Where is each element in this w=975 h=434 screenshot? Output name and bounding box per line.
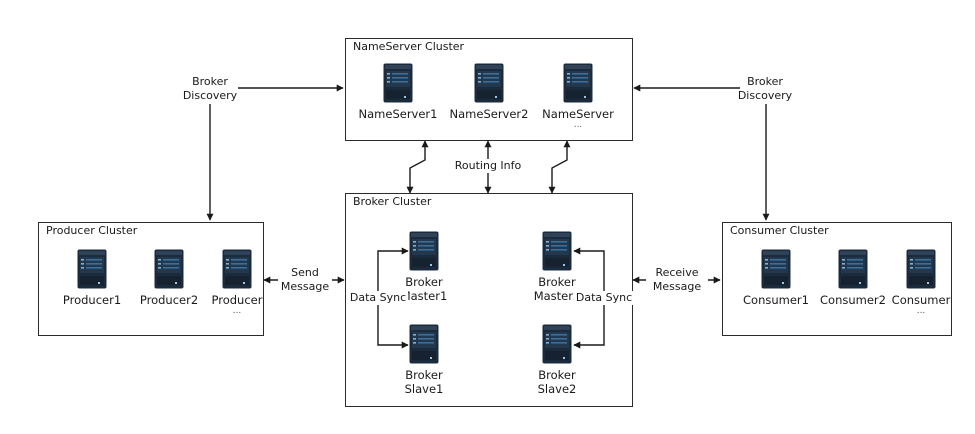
- server-rack-icon: [761, 249, 791, 289]
- annotation-line1: Receive: [655, 266, 699, 279]
- broker-master-1: Broker Master1: [364, 231, 484, 303]
- cluster-title: Broker Cluster: [353, 195, 432, 208]
- server-rack-icon: [542, 231, 572, 271]
- nameserver-node-2: NameServer2: [429, 63, 549, 121]
- node-label: Producer: [211, 293, 263, 307]
- annotation-line2: Message: [652, 280, 702, 293]
- routing-info-label: Routing Info: [450, 159, 526, 173]
- node-label: Consumer2: [820, 293, 886, 307]
- server-rack-icon: [77, 249, 107, 289]
- node-label: NameServer1: [358, 107, 438, 121]
- nameserver-cluster: NameServer Cluster: [345, 38, 633, 141]
- node-label: Consumer: [891, 293, 951, 307]
- producer-node-more: Producer ...: [177, 249, 297, 316]
- cluster-title: NameServer Cluster: [353, 40, 465, 53]
- producer-cluster: Producer Cluster: [38, 222, 264, 336]
- broker-slave-2: Broker Slave2: [497, 324, 617, 396]
- node-label: NameServer2: [449, 107, 529, 121]
- node-label-line2: Slave1: [404, 382, 444, 396]
- server-rack-icon: [542, 324, 572, 364]
- broker-slave-1: Broker Slave1: [364, 324, 484, 396]
- consumer-node-more: Consumer ...: [861, 249, 975, 316]
- node-label-line1: Broker: [405, 368, 443, 382]
- broker-discovery-left-label: Broker Discovery: [180, 75, 240, 103]
- server-rack-icon: [222, 249, 252, 289]
- nameserver-node-1: NameServer1: [338, 63, 458, 121]
- server-rack-icon: [563, 63, 593, 103]
- edge-routing-left: [406, 140, 429, 194]
- server-rack-icon: [474, 63, 504, 103]
- node-label-line2: Master1: [400, 289, 448, 303]
- cluster-title: Producer Cluster: [46, 224, 138, 237]
- consumer-node-2: Consumer2: [793, 249, 913, 307]
- node-label-line1: Broker: [538, 368, 576, 382]
- node-ellipsis: ...: [573, 120, 583, 130]
- node-ellipsis: ...: [232, 306, 242, 316]
- server-rack-icon: [409, 231, 439, 271]
- node-label: NameServer: [542, 107, 614, 121]
- server-rack-icon: [906, 249, 936, 289]
- annotation-line2: Discovery: [182, 89, 238, 102]
- node-label: Consumer1: [743, 293, 809, 307]
- node-ellipsis: ...: [916, 306, 926, 316]
- broker-master-2: Broker Master2: [497, 231, 617, 303]
- producer-node-1: Producer1: [32, 249, 152, 307]
- annotation-line1: Broker: [747, 75, 783, 88]
- consumer-node-1: Consumer1: [716, 249, 836, 307]
- server-rack-icon: [383, 63, 413, 103]
- send-message-label: Send Message: [278, 266, 332, 294]
- consumer-cluster: Consumer Cluster: [722, 222, 952, 336]
- node-label-line2: Master2: [533, 289, 581, 303]
- annotation-line2: Message: [280, 280, 330, 293]
- server-rack-icon: [409, 324, 439, 364]
- producer-node-2: Producer2: [109, 249, 229, 307]
- annotation-line2: Discovery: [737, 89, 793, 102]
- edge-routing-right: [548, 140, 571, 194]
- node-label-line2: Slave2: [537, 382, 577, 396]
- annotation-line1: Send: [291, 266, 319, 279]
- node-label-line1: Broker: [538, 275, 576, 289]
- broker-discovery-right-label: Broker Discovery: [735, 75, 795, 103]
- nameserver-node-more: NameServer ...: [518, 63, 638, 130]
- data-sync-left-label: Data Sync: [348, 291, 408, 305]
- data-sync-right-label: Data Sync: [574, 291, 634, 305]
- node-label-line1: Broker: [405, 275, 443, 289]
- node-label: Producer1: [62, 293, 122, 307]
- node-label: Producer2: [139, 293, 199, 307]
- cluster-title: Consumer Cluster: [730, 224, 829, 237]
- annotation-line1: Broker: [192, 75, 228, 88]
- receive-message-label: Receive Message: [646, 266, 708, 294]
